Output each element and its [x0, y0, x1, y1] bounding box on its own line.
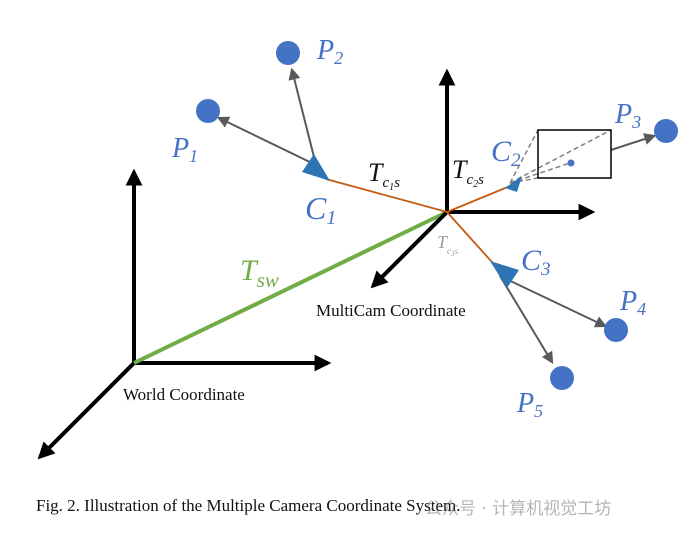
t-c3s-index: 3: [450, 250, 455, 258]
point-p1-label: P1: [171, 133, 198, 166]
frustum-edge: [509, 129, 612, 184]
camera-c1-label: C1: [305, 190, 336, 229]
t-sw-sub: sw: [257, 268, 279, 292]
point-p5-dot: [550, 366, 574, 390]
camera-c1-icon: [302, 154, 330, 181]
ray-c1-p1: [216, 116, 317, 166]
ray-c3-p5: [499, 275, 554, 365]
t-c2s-main: T: [452, 155, 468, 184]
t-c3s-main: T: [437, 232, 449, 252]
world-axis-down-left: [37, 361, 136, 460]
point-p5-label: P5: [516, 388, 543, 421]
point-p1-dot: [196, 99, 220, 123]
point-p5-index: 5: [534, 401, 543, 421]
t-c3s-label: Tc3s: [437, 232, 459, 258]
point-p5-name: P: [516, 388, 534, 419]
point-p2-label: P2: [316, 35, 343, 68]
point-p1-name: P: [171, 133, 189, 164]
camera-c1-name: C: [305, 190, 327, 226]
camera-c3-name: C: [521, 244, 542, 277]
ray-c1-p2: [288, 67, 317, 166]
ray-c3-p4: [499, 275, 608, 328]
camera-c2-label: C2: [491, 135, 521, 171]
t-c2s-s: s: [478, 172, 484, 188]
t-sw-label: Tsw: [240, 254, 279, 292]
point-p3-dot: [654, 119, 678, 143]
multicam-axis-down-left: [370, 210, 449, 289]
point-p1-index: 1: [189, 146, 198, 166]
camera-c2-icon: [505, 176, 522, 192]
point-p2-dot: [276, 41, 300, 65]
t-c1s-sub: c: [382, 175, 389, 191]
point-p4-label: P4: [619, 286, 646, 319]
point-p4-dot: [604, 318, 628, 342]
figure-caption: Fig. 2. Illustration of the Multiple Cam…: [36, 496, 461, 515]
c2-image-point: [567, 159, 575, 167]
t-c2s-line: [446, 183, 516, 213]
t-c3s-s: s: [455, 246, 459, 256]
camera-c1-index: 1: [326, 207, 336, 229]
c2-frustum: [509, 129, 612, 184]
c2-image-plane: [537, 129, 612, 179]
t-c2s-sub: c: [466, 172, 473, 188]
point-p4-name: P: [619, 286, 637, 317]
ray-c2-p3: [610, 133, 657, 151]
multicam-coordinate-label: MultiCam Coordinate: [316, 301, 466, 320]
camera-c3-index: 3: [540, 259, 551, 280]
t-sw-main: T: [240, 254, 259, 287]
t-c1s-main: T: [368, 158, 384, 187]
watermark: 公众号 · 计算机视觉工坊: [425, 499, 612, 519]
multicam-axes: [370, 68, 596, 289]
t-c2s-index: 2: [473, 179, 478, 190]
t-c3s-line: [446, 211, 501, 272]
t-sw-line: [133, 210, 448, 365]
world-coordinate-label: World Coordinate: [123, 385, 245, 404]
t-c2s-label: Tc2s: [452, 155, 484, 190]
camera-c3-icon: [490, 261, 519, 288]
t-c1s-line: [325, 178, 448, 213]
frustum-edge: [509, 129, 539, 184]
t-c1s-index: 1: [389, 182, 394, 193]
t-c3s-sub: c: [447, 246, 451, 256]
camera-c3-label: C3: [521, 244, 551, 280]
point-p3-index: 3: [631, 112, 641, 132]
point-p2-index: 2: [334, 48, 343, 68]
t-c1s-label: Tc1s: [368, 158, 400, 193]
camera-c2-name: C: [491, 135, 512, 168]
camera-c2-index: 2: [511, 150, 521, 171]
point-p4-index: 4: [637, 299, 646, 319]
world-axes: [37, 168, 332, 460]
point-p2-name: P: [316, 35, 334, 66]
t-c1s-s: s: [394, 175, 400, 191]
point-p3-name: P: [614, 99, 632, 130]
point-p3-label: P3: [614, 99, 641, 132]
